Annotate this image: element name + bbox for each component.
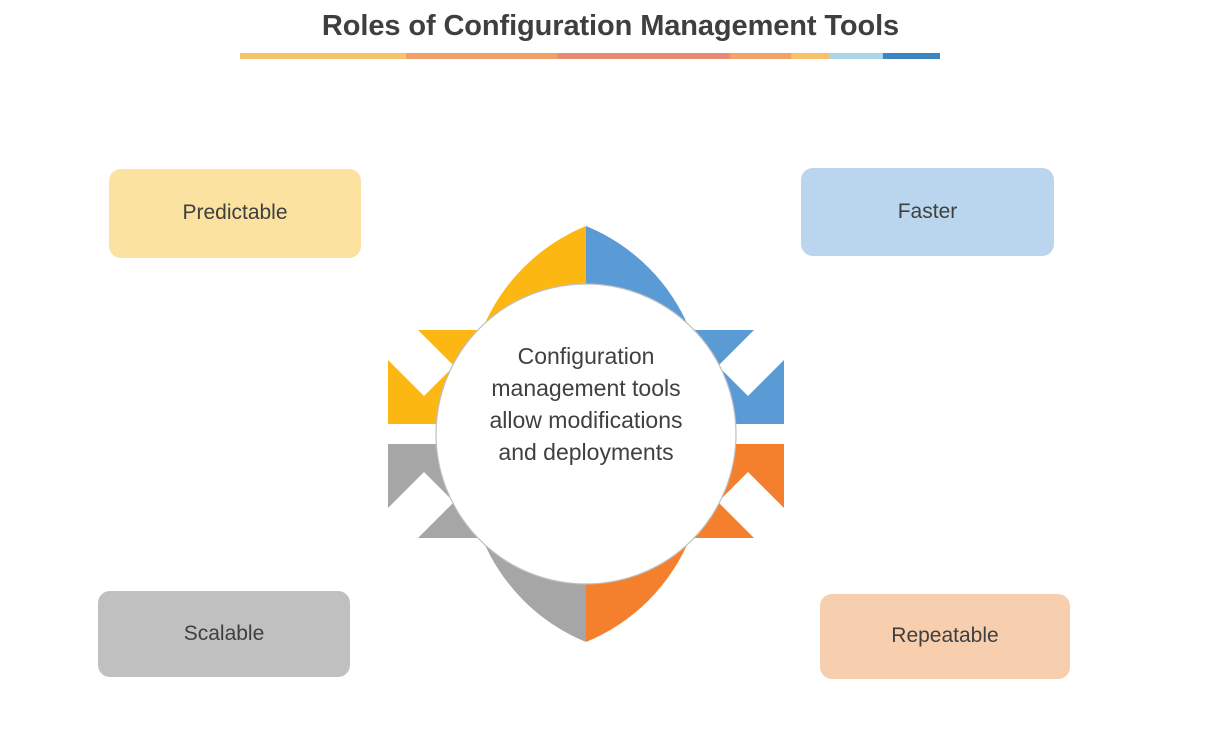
page-title: Roles of Configuration Management Tools bbox=[321, 10, 900, 42]
center-circle bbox=[435, 283, 737, 585]
center-text-line-2: management tools bbox=[491, 375, 681, 401]
center-text-line-4: and deployments bbox=[498, 439, 674, 465]
label-box-predictable[interactable]: Predictable bbox=[109, 169, 361, 258]
label-text-repeatable: Repeatable bbox=[891, 624, 999, 648]
center-text-line-3: allow modifications bbox=[489, 407, 683, 433]
rule-segment-orange-1 bbox=[405, 53, 557, 59]
title-underline-rule bbox=[240, 53, 941, 59]
center-text-line-1: Configuration bbox=[517, 343, 655, 369]
rule-segment-darkblue bbox=[882, 53, 941, 59]
rule-segment-yellow-1 bbox=[240, 53, 406, 59]
label-box-faster[interactable]: Faster bbox=[801, 168, 1054, 256]
center-text-block: Configuration management tools allow mod… bbox=[455, 340, 717, 468]
title-block: Roles of Configuration Management Tools bbox=[0, 4, 1221, 48]
cycle-diagram bbox=[370, 208, 802, 660]
rule-segment-orange-2 bbox=[730, 53, 791, 59]
label-text-faster: Faster bbox=[897, 199, 958, 223]
rule-segment-lightblue bbox=[829, 53, 883, 59]
rule-segment-salmon bbox=[556, 53, 730, 59]
label-box-repeatable[interactable]: Repeatable bbox=[820, 594, 1070, 679]
label-box-scalable[interactable]: Scalable bbox=[98, 591, 350, 677]
label-text-scalable: Scalable bbox=[183, 621, 265, 645]
rule-segment-yellow-2 bbox=[790, 53, 830, 59]
label-text-predictable: Predictable bbox=[182, 201, 288, 225]
